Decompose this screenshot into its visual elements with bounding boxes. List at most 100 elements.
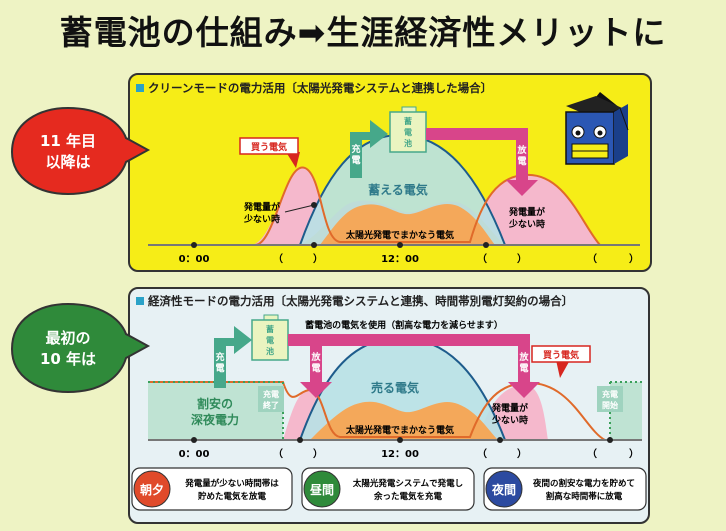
callout-after11-line1: 11 年目: [40, 132, 96, 150]
p2-time-5: ）: [517, 447, 527, 460]
p1-battery-icon: [389, 111, 427, 153]
p1-tick-1: [311, 242, 317, 248]
legend-night-text-2: 割高な時間帯に放電: [546, 491, 623, 502]
p1-tick-3: [483, 242, 489, 248]
legend-night-text-1: 夜間の割安な電力を貯めて: [532, 478, 635, 489]
p2-buy-label: 買う電気: [543, 349, 579, 361]
p1-stored-label: 蓄える電気: [368, 182, 428, 197]
p1-low-left-2: 少ない時: [243, 213, 280, 225]
legend-night-tag: 夜間: [491, 482, 516, 497]
p2-charge-arrow: [214, 326, 252, 388]
p1-demand-line: [148, 166, 640, 246]
p2-demand-line: [148, 381, 642, 441]
legend-daytime-text-1: 太陽光発電システムで発電し: [352, 478, 463, 489]
legend-night-badge: [485, 470, 523, 508]
p1-buy-pointer: [286, 152, 300, 168]
clean-mode-heading: クリーンモードの電力活用〔太陽光発電システムと連携した場合〕: [136, 80, 492, 96]
p2-time-2: ）: [313, 447, 323, 460]
callout-after11-bubble: [10, 106, 151, 196]
p2-battery-1: 蓄: [266, 324, 274, 334]
p2-use-label: 蓄電池の電気を使用（割高な電力を減らせます）: [305, 319, 503, 331]
p1-discharge-2: 電: [517, 156, 526, 167]
p1-time-4: （: [477, 252, 487, 265]
p1-battery-3: 池: [404, 138, 412, 148]
p1-discharge-arrow: [426, 128, 538, 196]
p2-discharge-left-1: 放: [310, 351, 321, 363]
page-title: 蓄電池の仕組み➡生涯経済性メリットに: [59, 13, 667, 52]
legend-morning-badge: [133, 470, 171, 508]
p2-tick-4: [607, 437, 613, 443]
p1-solar-label: 太陽光発電でまかなう電気: [345, 229, 454, 241]
p2-charge-2: 電: [215, 363, 224, 374]
p1-time-7: ）: [629, 252, 639, 265]
p2-charge-end-1: 充電: [263, 389, 279, 399]
clean-mode-heading-text: クリーンモードの電力活用〔太陽光発電システムと連携した場合〕: [148, 81, 493, 95]
p1-battery-2: 電: [404, 127, 412, 137]
legend-morning-text-2: 貯めた電気を放電: [198, 491, 267, 502]
p2-charge-1: 充: [215, 351, 224, 363]
p1-charge-2: 電: [351, 155, 360, 166]
p2-discharge-right-1: 放: [518, 351, 529, 363]
p2-low-2: 少ない時: [491, 414, 528, 426]
p1-battery-1: 蓄: [404, 116, 412, 126]
p2-charge-start-badge: [597, 386, 623, 412]
callout-first10-line2: 10 年は: [40, 350, 96, 368]
p1-time-0: 0：00: [179, 254, 210, 265]
p1-charge-1: 充: [351, 143, 360, 155]
p1-buy-label: 買う電気: [251, 141, 287, 153]
heading-marker: [136, 84, 144, 92]
p2-time-6: （: [587, 447, 597, 460]
p1-time-3: 12：00: [381, 254, 419, 265]
legend-daytime-tag: 昼間: [309, 482, 334, 497]
p2-cheap-2: 深夜電力: [191, 412, 239, 427]
p1-tick-0: [191, 242, 197, 248]
p2-sell-label: 売る電気: [371, 380, 419, 395]
p2-time-3: 12：00: [381, 449, 419, 460]
p1-leader-line: [284, 204, 315, 213]
p2-time-7: ）: [629, 447, 639, 460]
legend-morning-tag: 朝夕: [140, 482, 164, 497]
p1-time-5: ）: [517, 252, 527, 265]
legend-daytime-text-2: 余った電気を充電: [373, 491, 443, 502]
p2-time-4: （: [477, 447, 487, 460]
legend-morning-text-1: 発電量が少ない時間帯は: [184, 478, 279, 489]
p2-discharge-arrow: [288, 334, 540, 398]
p2-tick-3: [497, 437, 503, 443]
p1-low-left-1: 発電量が: [243, 201, 281, 213]
p1-tick-2: [397, 242, 403, 248]
p2-buy-pointer: [556, 360, 570, 378]
p2-tick-2: [397, 437, 403, 443]
p1-solar-area-front: [320, 203, 495, 245]
p2-solar-label: 太陽光発電でまかなう電気: [345, 424, 454, 436]
p2-battery-2: 電: [266, 335, 274, 345]
p1-time-6: （: [587, 252, 597, 265]
p2-charge-start-2: 開始: [602, 400, 618, 410]
p2-low-1: 発電量が: [491, 402, 529, 414]
legend-daytime-box: [301, 467, 475, 511]
battery-mascot-icon: [565, 92, 629, 165]
p1-buy-badge: [239, 137, 299, 155]
p2-tick-0: [191, 437, 197, 443]
p2-charge-start-1: 充電: [602, 389, 618, 399]
p2-battery-icon: [251, 319, 289, 361]
p2-tick-1: [297, 437, 303, 443]
heading-marker: [136, 297, 144, 305]
p1-discharge-area-right: [470, 174, 600, 245]
legend-morning-box: [131, 467, 293, 511]
p2-discharge-right-2: 電: [519, 363, 528, 374]
p2-time-0: 0：00: [179, 449, 210, 460]
callout-first10-bubble: [10, 302, 151, 394]
p2-time-1: （: [273, 447, 283, 460]
legend-daytime-badge: [303, 470, 341, 508]
legend-night-box: [483, 467, 647, 511]
economy-mode-heading: 経済性モードの電力活用〔太陽光発電システムと連携、時間帯別電灯契約の場合〕: [136, 293, 573, 309]
p1-discharge-1: 放: [516, 144, 527, 156]
p2-discharge-left-2: 電: [311, 363, 320, 374]
p2-solar-area: [310, 401, 498, 440]
p1-charge-arrow: [350, 120, 388, 178]
p2-battery-3: 池: [266, 346, 274, 356]
p2-buy-badge: [531, 345, 591, 363]
p2-charge-end-badge: [258, 386, 284, 412]
